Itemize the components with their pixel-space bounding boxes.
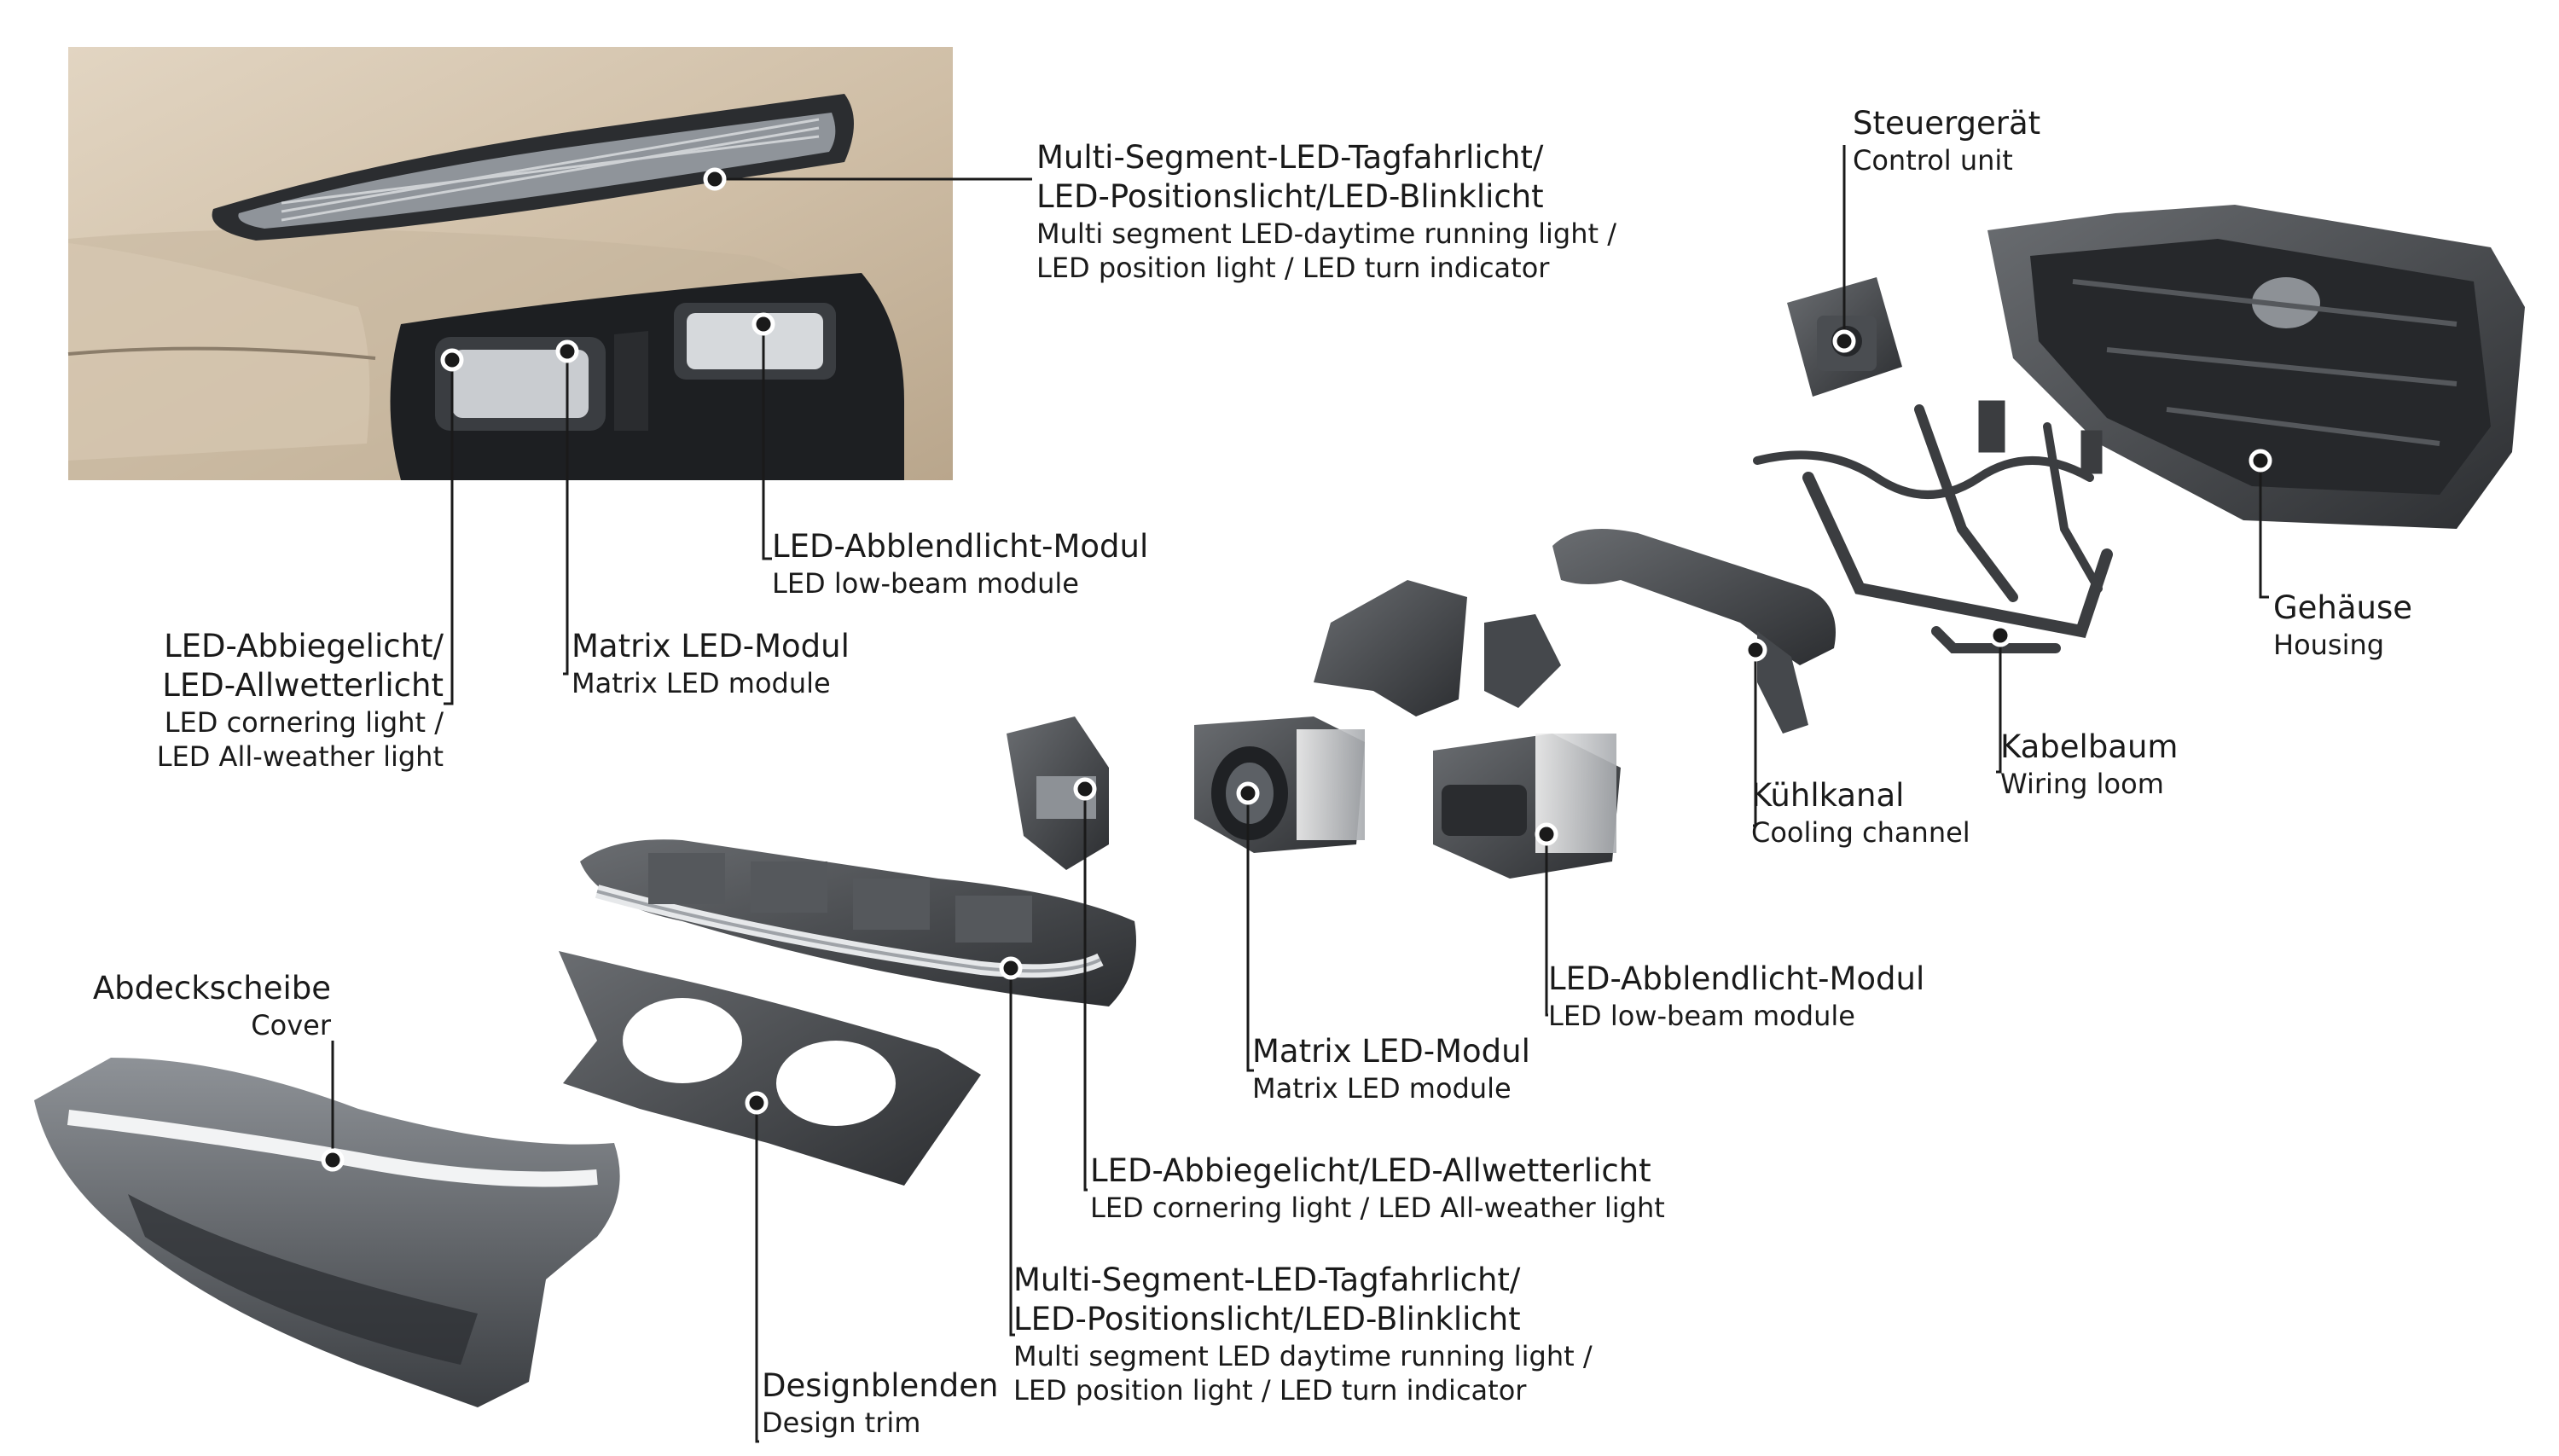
label-wiring-loom-de: Kabelbaum xyxy=(2000,728,2179,765)
label-cornering-light: LED-Abbiegelicht/LED-Allwetterlicht LED … xyxy=(1090,1151,1665,1225)
label-cooling-channel-de: Kühlkanal xyxy=(1751,777,1905,814)
leader-dots xyxy=(321,167,2272,1172)
wiring-loom-part xyxy=(1753,400,2113,653)
label-car-drl-en-1: Multi segment LED-daytime running light … xyxy=(1036,218,1617,250)
design-trim-part xyxy=(559,951,981,1186)
label-matrix-module-de: Matrix LED-Modul xyxy=(1252,1033,1530,1070)
label-drl-module-de-1: Multi-Segment-LED-Tagfahrlicht/ xyxy=(1013,1262,1521,1298)
label-housing-de: Gehäuse xyxy=(2273,589,2413,626)
label-cooling-channel-en: Cooling channel xyxy=(1751,816,1970,849)
label-car-drl: Multi-Segment-LED-Tagfahrlicht/ LED-Posi… xyxy=(1036,138,1616,285)
label-drl-module-de-2: LED-Positionslicht/LED-Blinklicht xyxy=(1013,1301,1521,1337)
car-front-photo xyxy=(67,47,953,480)
label-control-unit-en: Control unit xyxy=(1853,144,2013,177)
label-lowbeam-module-en: LED low-beam module xyxy=(1548,1000,1855,1032)
label-car-matrix-en: Matrix LED module xyxy=(572,667,831,699)
label-design-trim-de: Designblenden xyxy=(762,1367,999,1404)
label-drl-module-en-1: Multi segment LED daytime running light … xyxy=(1013,1340,1593,1372)
label-drl-module: Multi-Segment-LED-Tagfahrlicht/ LED-Posi… xyxy=(1013,1261,1593,1407)
label-housing: Gehäuse Housing xyxy=(2273,589,2412,662)
cooling-channel-part xyxy=(1552,529,1836,734)
label-housing-en: Housing xyxy=(2273,629,2385,661)
label-design-trim-en: Design trim xyxy=(762,1407,921,1439)
label-car-drl-de-2: LED-Positionslicht/LED-Blinklicht xyxy=(1036,178,1544,215)
label-control-unit: Steuergerät Control unit xyxy=(1853,104,2040,177)
lowbeam-module-part xyxy=(1433,614,1621,879)
label-car-cornering-de-2: LED-Allwetterlicht xyxy=(162,667,444,704)
housing-part xyxy=(1987,205,2525,529)
label-car-cornering-en-1: LED cornering light / xyxy=(164,706,444,739)
label-lowbeam-module: LED-Abblendlicht-Modul LED low-beam modu… xyxy=(1548,960,1924,1033)
label-cornering-light-de: LED-Abbiegelicht/LED-Allwetterlicht xyxy=(1090,1152,1651,1189)
leader-lines xyxy=(331,145,2269,1443)
label-design-trim: Designblenden Design trim xyxy=(762,1366,998,1440)
label-cover-en: Cover xyxy=(251,1009,331,1041)
label-lowbeam-module-de: LED-Abblendlicht-Modul xyxy=(1548,960,1925,997)
label-car-lowbeam-en: LED low-beam module xyxy=(772,567,1079,600)
label-cooling-channel: Kühlkanal Cooling channel xyxy=(1751,776,1970,850)
label-car-matrix-de: Matrix LED-Modul xyxy=(572,628,850,664)
label-wiring-loom: Kabelbaum Wiring loom xyxy=(2000,728,2178,801)
label-matrix-module-en: Matrix LED module xyxy=(1252,1072,1512,1105)
label-cover: Abdeckscheibe Cover xyxy=(93,969,331,1042)
label-car-lowbeam-de: LED-Abblendlicht-Modul xyxy=(772,528,1149,565)
label-control-unit-de: Steuergerät xyxy=(1853,105,2041,142)
matrix-module-part xyxy=(1194,716,1365,853)
label-drl-module-en-2: LED position light / LED turn indicator xyxy=(1013,1374,1527,1407)
label-wiring-loom-en: Wiring loom xyxy=(2000,768,2164,800)
label-car-lowbeam: LED-Abblendlicht-Modul LED low-beam modu… xyxy=(772,527,1148,600)
label-cornering-light-en: LED cornering light / LED All-weather li… xyxy=(1090,1192,1665,1224)
label-cover-de: Abdeckscheibe xyxy=(92,970,331,1006)
cover-part xyxy=(34,1058,620,1407)
label-car-cornering: LED-Abbiegelicht/ LED-Allwetterlicht LED… xyxy=(157,627,444,774)
label-car-drl-en-2: LED position light / LED turn indicator xyxy=(1036,252,1550,284)
label-car-matrix: Matrix LED-Modul Matrix LED module xyxy=(572,627,850,700)
label-car-drl-de-1: Multi-Segment-LED-Tagfahrlicht/ xyxy=(1036,139,1544,176)
label-matrix-module: Matrix LED-Modul Matrix LED module xyxy=(1252,1032,1530,1105)
label-car-cornering-en-2: LED All-weather light xyxy=(156,740,444,773)
drl-module-part xyxy=(580,839,1136,1006)
label-car-cornering-de-1: LED-Abbiegelicht/ xyxy=(164,628,444,664)
bracket-part xyxy=(1314,580,1467,716)
